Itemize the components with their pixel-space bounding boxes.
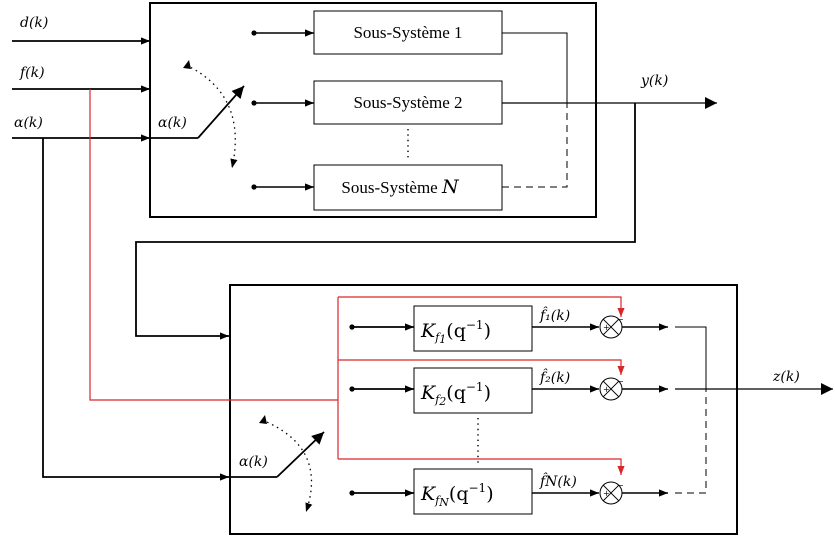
svg-text:+: + <box>603 323 610 332</box>
filterN-box <box>413 468 533 515</box>
filterN-label: KfN(q−1) <box>420 481 494 509</box>
svg-text:+: + <box>603 489 610 498</box>
svg-text:−: − <box>617 481 624 490</box>
svg-text:−: − <box>617 315 624 324</box>
fault-signal-line <box>89 89 338 401</box>
filter1-label: Kf1(q−1) <box>420 318 491 346</box>
alpha-bottom-line <box>42 138 229 481</box>
switch-bottom-rotation-arrowhead <box>259 415 267 424</box>
input-alpha-label: α(k) <box>14 115 43 131</box>
filter1-box <box>413 305 533 352</box>
summer1: + − <box>599 315 624 339</box>
switch-bottom-label: α(k) <box>239 454 268 470</box>
subsystem1-output <box>502 32 568 103</box>
svg-text:+: + <box>603 385 610 394</box>
svg-text:−: − <box>617 377 624 386</box>
input-d-label: d(k) <box>20 15 48 31</box>
subsystem1-label: Sous-Système 1 <box>353 23 462 42</box>
top-system-box <box>149 2 597 218</box>
residualN-line <box>675 389 707 494</box>
fault-to-summer1 <box>338 296 625 317</box>
fault-to-summerN <box>338 458 625 475</box>
switch-top-label: α(k) <box>158 115 187 131</box>
output-z-label: z(k) <box>772 369 800 385</box>
bottom-diagnosis-box <box>229 284 738 535</box>
subsystemN-output <box>502 103 568 188</box>
output-y-label: y(k) <box>640 73 668 89</box>
summer2: + − <box>599 377 624 401</box>
fault-to-summer2 <box>338 359 625 375</box>
estimate1-label: f̂₁(k) <box>539 306 570 324</box>
estimateN-label: f̂N(k) <box>539 472 577 490</box>
subsystemN-label: Sous-Système N <box>341 176 460 198</box>
input-f-label: f(k) <box>19 65 45 81</box>
residual1-line <box>675 326 707 389</box>
switch-top-blade <box>197 85 245 139</box>
switch-top-rotation-arc <box>185 64 238 169</box>
switch-bottom-blade <box>276 431 325 478</box>
filter2-box <box>413 367 533 414</box>
estimate2-label: f̂₂(k) <box>539 368 570 386</box>
switch-top-rotation-arrowhead <box>183 60 191 69</box>
switch-bottom-rotation-arc <box>261 419 313 513</box>
subsystem2-label: Sous-Système 2 <box>353 93 462 112</box>
filter2-label: Kf2(q−1) <box>420 380 491 408</box>
y-feedback-line <box>135 103 636 340</box>
summerN: + − <box>599 481 624 505</box>
